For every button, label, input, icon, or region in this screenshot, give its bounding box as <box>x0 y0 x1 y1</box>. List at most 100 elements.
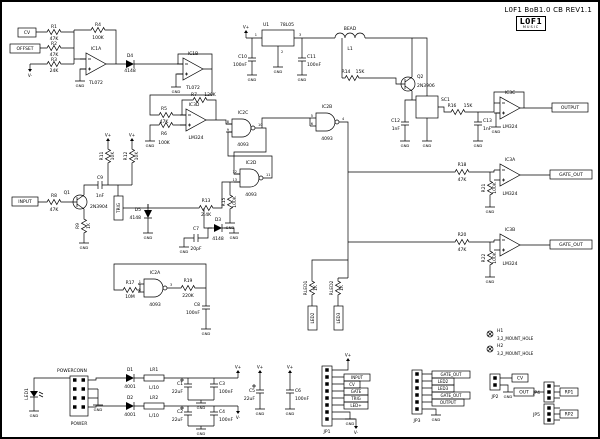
nand-gate-IC2C <box>226 118 258 138</box>
label-3: 3 <box>299 33 301 37</box>
capacitor-C3 <box>210 378 218 396</box>
svg-text:47K: 47K <box>50 36 60 42</box>
svg-text:OUTPUT: OUTPUT <box>561 105 580 111</box>
schematic-title: L0F1 BoB1.0 CB REV1.1 <box>504 6 592 14</box>
netlabel-gate-out: GATE_OUT <box>549 239 593 250</box>
resistor-RLED2 <box>334 278 342 298</box>
svg-text:GND: GND <box>172 89 181 94</box>
resistor-R4 <box>88 26 108 34</box>
label-tl072: TL072 <box>185 85 200 91</box>
svg-text:47K: 47K <box>50 207 60 213</box>
label-22uf: 22uF <box>172 417 184 423</box>
svg-text:100K: 100K <box>492 251 498 264</box>
svg-text:22uF: 22uF <box>172 417 184 423</box>
svg-text:GND: GND <box>504 394 513 399</box>
label-c6: C6 <box>295 388 301 394</box>
svg-text:2N3904: 2N3904 <box>90 204 108 210</box>
label-tl072: TL072 <box>88 80 103 86</box>
mount-hole-H2 <box>486 345 494 353</box>
label-8: 8 <box>227 120 229 124</box>
svg-text:78L05: 78L05 <box>280 22 294 28</box>
svg-text:GND: GND <box>286 411 295 416</box>
svg-text:C11: C11 <box>307 54 316 60</box>
gnd-symbol: GND <box>473 138 483 148</box>
svg-text:8: 8 <box>227 120 229 124</box>
label-11: 11 <box>266 173 270 177</box>
label-47k: 47K <box>50 52 60 58</box>
svg-text:V-: V- <box>236 415 241 420</box>
svg-text:V+: V+ <box>243 25 250 30</box>
svg-text:C2: C2 <box>177 409 183 415</box>
label-120k: 120K <box>204 92 217 98</box>
svg-text:R17: R17 <box>126 280 135 286</box>
svg-text:10: 10 <box>258 123 262 127</box>
svg-text:R4: R4 <box>95 22 101 28</box>
capacitor-C7 <box>188 234 204 242</box>
label-d2: D2 <box>127 395 133 401</box>
svg-text:GATE_OUT: GATE_OUT <box>559 172 583 178</box>
label-3-2-mount-hole: 3,2_MOUNT_HOLE <box>497 336 534 341</box>
svg-text:4093: 4093 <box>321 136 333 142</box>
label-c9: C9 <box>97 175 103 181</box>
svg-text:1: 1 <box>139 280 141 284</box>
label-100nf: 100nF <box>307 62 321 68</box>
svg-text:TRIG: TRIG <box>116 203 121 214</box>
svg-text:GND: GND <box>346 421 355 426</box>
label-47k: 47K <box>50 36 60 42</box>
svg-text:GATE_OUT: GATE_OUT <box>440 372 462 377</box>
label-r9: R9 <box>75 223 81 229</box>
label-r4: R4 <box>95 22 101 28</box>
svg-text:RLED2: RLED2 <box>329 280 335 295</box>
label-jp4: JP4 <box>532 390 540 396</box>
label-powerconn: POWERCONN <box>57 368 87 374</box>
label-1nf: 1nF <box>392 126 401 132</box>
label-d3: D3 <box>215 217 221 223</box>
nand-gate-IC2A <box>138 278 170 298</box>
label-ic2a: IC2A <box>150 270 161 276</box>
label-jp2: JP2 <box>491 394 499 400</box>
capacitor-C10 <box>248 52 256 70</box>
label-ic3d: IC3D <box>189 102 200 108</box>
svg-text:47K: 47K <box>160 119 170 125</box>
label-ic2c: IC2C <box>238 110 248 116</box>
svg-text:220K: 220K <box>182 293 195 299</box>
label-c2: C2 <box>177 409 183 415</box>
resistor-RLED1 <box>308 278 316 298</box>
netlabel-input: INPUT <box>343 373 371 382</box>
resistor-R20 <box>452 238 472 246</box>
svg-text:R2: R2 <box>51 41 57 47</box>
svg-text:GND: GND <box>226 225 235 230</box>
label-100nf: 100nF <box>233 62 247 68</box>
svg-text:4148: 4148 <box>130 215 142 221</box>
svg-text:C1: C1 <box>177 381 183 387</box>
svg-text:SC1: SC1 <box>441 97 450 103</box>
label-100nf: 100nF <box>295 396 309 402</box>
svg-text:INPUT: INPUT <box>18 199 32 205</box>
label-r16: R16 <box>448 103 457 109</box>
label-c1: C1 <box>177 381 183 387</box>
brand-logo: L0F1 MUSIC <box>516 16 546 31</box>
svg-text:1K: 1K <box>86 222 92 229</box>
label-r15: R15 <box>221 197 227 206</box>
gnd-symbol: GND <box>79 240 89 250</box>
gnd-symbol: GND <box>229 230 239 240</box>
resistor-R7 <box>190 96 210 104</box>
component-box-LR2 <box>143 402 165 410</box>
svg-text:R3: R3 <box>51 57 57 63</box>
svg-text:R19: R19 <box>184 278 193 284</box>
connector-JP5 <box>543 403 555 425</box>
svg-text:6: 6 <box>311 122 313 126</box>
label-r6: R6 <box>161 131 167 137</box>
svg-text:V+: V+ <box>257 365 264 370</box>
netlabel-gate-out: GATE_OUT <box>431 391 471 400</box>
label-jp5: JP5 <box>532 412 540 418</box>
label-r7: R7 <box>191 92 197 98</box>
svg-text:R14: R14 <box>342 69 351 75</box>
svg-text:OUTPUT: OUTPUT <box>440 400 457 405</box>
resistor-R11 <box>104 146 112 166</box>
svg-text:L/10: L/10 <box>149 385 159 391</box>
label-l-10: L/10 <box>149 385 159 391</box>
svg-text:4093: 4093 <box>237 142 249 148</box>
label-22uf: 22uF <box>244 396 256 402</box>
